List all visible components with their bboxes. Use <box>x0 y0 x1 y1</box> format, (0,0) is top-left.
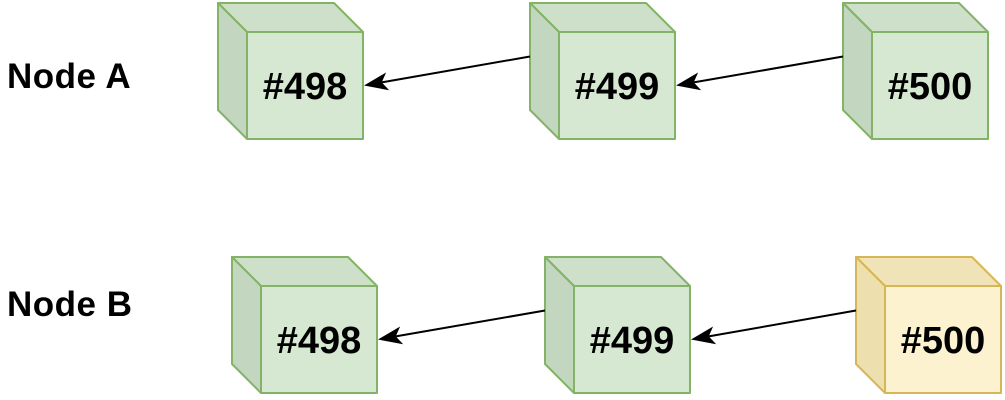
cube-front-face <box>871 31 989 140</box>
cube-front-face <box>884 285 1002 394</box>
block-cube-node-b-498: #498 <box>231 256 378 394</box>
block-number-label: #498 <box>263 66 348 108</box>
block-number-label: #499 <box>575 66 660 108</box>
prev-hash-arrow-line <box>708 309 857 338</box>
prev-hash-arrow-line <box>381 55 531 84</box>
block-cube-node-a-500: #500 <box>842 2 989 140</box>
cube-front-face <box>573 285 691 394</box>
block-number-label: #498 <box>277 320 362 362</box>
block-cube-node-a-499: #499 <box>529 2 676 140</box>
arrowhead-icon <box>378 326 404 345</box>
arrow-to-previous-block <box>364 55 531 91</box>
cube-front-face <box>246 31 364 140</box>
arrow-to-previous-block <box>676 55 844 91</box>
prev-hash-arrow-line <box>395 309 546 338</box>
arrowhead-icon <box>676 72 702 91</box>
block-number-label: #499 <box>590 320 675 362</box>
arrowhead-icon <box>364 72 390 91</box>
prev-hash-arrow-line <box>693 55 844 84</box>
block-cube-node-a-498: #498 <box>217 2 364 140</box>
arrow-to-previous-block <box>378 309 546 345</box>
row-node-b: #498 #499 #500 <box>231 256 1002 394</box>
cube-front-face <box>260 285 378 394</box>
block-cube-node-b-500: #500 <box>855 256 1002 394</box>
row-node-a: #498 #499 #500 <box>217 2 989 140</box>
node-b-label: Node B <box>7 285 133 325</box>
arrow-to-previous-block <box>691 309 857 345</box>
arrowhead-icon <box>691 326 717 345</box>
block-number-label: #500 <box>888 66 973 108</box>
cube-front-face <box>558 31 676 140</box>
block-cube-node-b-499: #499 <box>544 256 691 394</box>
node-a-label: Node A <box>7 57 132 97</box>
block-number-label: #500 <box>901 320 986 362</box>
